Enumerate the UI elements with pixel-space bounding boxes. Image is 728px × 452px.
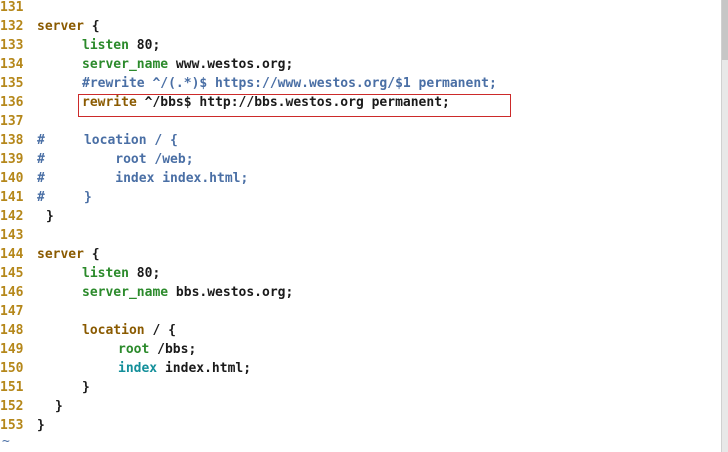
line-code: } (37, 416, 45, 435)
code-token: } (46, 209, 54, 224)
code-line[interactable]: 145 listen 80; (0, 264, 160, 283)
code-token: /bbs; (149, 342, 197, 357)
code-token: } (82, 380, 90, 395)
line-code: # } (37, 188, 92, 207)
line-number: 135 (0, 76, 24, 91)
line-number: 133 (0, 38, 24, 53)
code-token: index (118, 361, 158, 376)
code-token: listen (82, 266, 129, 281)
line-number: 151 (0, 380, 24, 395)
line-number: 132 (0, 19, 24, 34)
code-token: server_name (82, 285, 169, 300)
code-token: } (55, 399, 63, 414)
code-line[interactable]: 142} (0, 207, 54, 226)
code-token: } (37, 418, 45, 433)
code-line[interactable]: 153} (0, 416, 45, 435)
code-line[interactable]: 140 # index index.html; (0, 169, 248, 188)
code-line[interactable]: 137 (0, 112, 28, 131)
line-number: 139 (0, 152, 24, 167)
code-token: rewrite (82, 95, 137, 110)
code-line[interactable]: 149 root /bbs; (0, 340, 196, 359)
code-token: # root /web; (37, 152, 194, 167)
line-code: } (46, 207, 54, 226)
highlight-box (78, 94, 511, 117)
code-line[interactable]: 144 server { (0, 245, 100, 264)
code-token: location (82, 323, 145, 338)
line-number: 142 (0, 209, 24, 224)
code-line[interactable]: 146 server_name bbs.westos.org; (0, 283, 293, 302)
code-token: bbs.westos.org; (168, 285, 294, 300)
line-code: #rewrite ^/(.*)$ https://www.westos.org/… (82, 74, 497, 93)
line-number: 153 (0, 418, 24, 433)
code-line[interactable]: 136 rewrite ^/bbs$ http://bbs.westos.org … (0, 93, 450, 112)
line-number: 141 (0, 190, 24, 205)
line-number: 140 (0, 171, 24, 186)
line-number: 149 (0, 342, 24, 357)
line-code: server_name bbs.westos.org; (82, 283, 293, 302)
empty-line-tilde: ~ (2, 434, 10, 449)
code-line[interactable]: 131 (0, 0, 28, 17)
code-line[interactable]: 147 (0, 302, 28, 321)
line-code: } (82, 378, 90, 397)
line-code: server { (37, 245, 100, 264)
code-line[interactable]: 150 index index.html; (0, 359, 251, 378)
scrollbar-thumb[interactable] (722, 0, 728, 60)
code-token: # } (37, 190, 92, 205)
code-line[interactable]: 135 #rewrite ^/(.*)$ https://www.westos.o… (0, 74, 497, 93)
code-token: index.html; (157, 361, 252, 376)
code-token: listen (82, 38, 129, 53)
code-line[interactable]: 152} (0, 397, 63, 416)
code-token: { (83, 247, 100, 262)
line-number: 150 (0, 361, 24, 376)
line-code: server_name www.westos.org; (82, 55, 293, 74)
code-line[interactable]: 138 # location / { (0, 131, 178, 150)
line-number: 146 (0, 285, 24, 300)
code-line[interactable]: 151} (0, 378, 90, 397)
code-token: 80; (128, 38, 161, 53)
line-code: listen 80; (82, 264, 160, 283)
line-number: 138 (0, 133, 24, 148)
line-number: 143 (0, 228, 24, 243)
line-code: rewrite ^/bbs$ http://bbs.westos.org per… (82, 93, 450, 112)
line-number: 144 (0, 247, 24, 262)
code-line[interactable]: 133 listen 80; (0, 36, 160, 55)
code-token: server (37, 19, 84, 34)
code-token: # location / { (37, 133, 178, 148)
line-number: 134 (0, 57, 24, 72)
code-token: www.westos.org; (168, 57, 294, 72)
line-code: location / { (82, 321, 176, 340)
code-token: server (37, 247, 84, 262)
line-number: 148 (0, 323, 24, 338)
line-code: } (55, 397, 63, 416)
line-number: 152 (0, 399, 24, 414)
code-token: root (118, 342, 150, 357)
line-code: # location / { (37, 131, 178, 150)
code-token: ^/bbs$ http://bbs.westos.org permanent; (136, 95, 450, 110)
code-line[interactable]: 139 # root /web; (0, 150, 194, 169)
line-code: # index index.html; (37, 169, 248, 188)
line-number: 145 (0, 266, 24, 281)
code-line[interactable]: 132 server { (0, 17, 100, 36)
code-token: 80; (128, 266, 161, 281)
code-line[interactable]: 134 server_name www.westos.org; (0, 55, 293, 74)
code-token: / { (144, 323, 176, 338)
code-line[interactable]: 143 (0, 226, 28, 245)
line-code: listen 80; (82, 36, 160, 55)
code-token: { (83, 19, 100, 34)
line-number: 147 (0, 304, 24, 319)
scrollbar[interactable] (721, 0, 728, 452)
code-line[interactable]: 141 # } (0, 188, 92, 207)
code-token: # index index.html; (37, 171, 249, 186)
line-number: 136 (0, 95, 24, 110)
code-token: server_name (82, 57, 169, 72)
code-token: #rewrite ^/(.*)$ https://www.westos.org/… (82, 76, 497, 91)
line-code: server { (37, 17, 100, 36)
line-code: index index.html; (118, 359, 251, 378)
code-line[interactable]: 148 location / { (0, 321, 176, 340)
line-number: 131 (0, 0, 24, 15)
line-code: root /bbs; (118, 340, 196, 359)
line-code: # root /web; (37, 150, 194, 169)
line-number: 137 (0, 114, 24, 129)
